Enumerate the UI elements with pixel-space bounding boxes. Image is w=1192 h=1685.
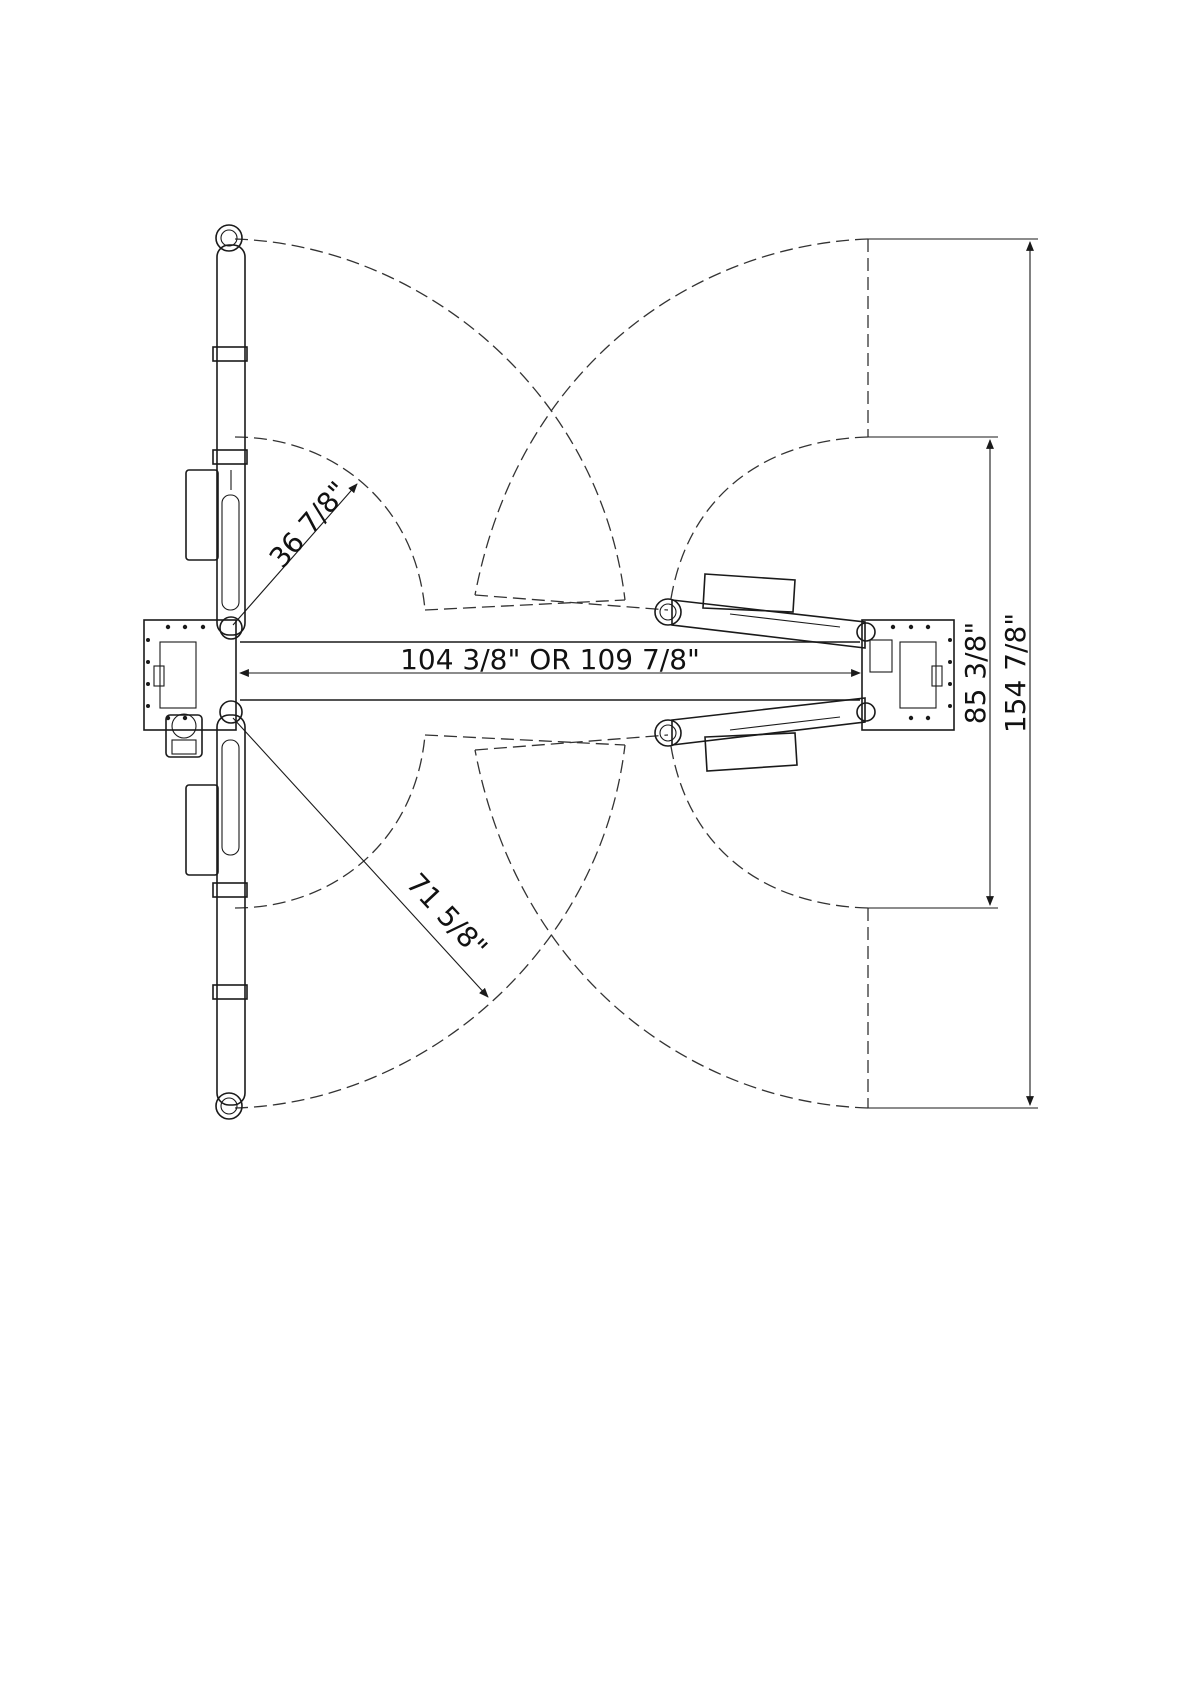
left-upper-foot-guard (186, 470, 218, 560)
left-bottom-arc-closure (425, 735, 625, 745)
right-lower-lift-pad (655, 720, 681, 746)
left-post-notch (154, 666, 164, 686)
left-lower-arm-slot (222, 740, 239, 855)
width-dimension-label: 104 3/8" OR 109 7/8" (400, 643, 700, 676)
right-column-post (900, 642, 936, 708)
left-lower-arm (217, 715, 245, 1105)
right-bottom-inner-arc (670, 740, 868, 908)
left-bottom-lift-pad (216, 1093, 242, 1119)
left-base-plate (144, 620, 236, 730)
left-bottom-inner-arc (235, 735, 425, 908)
inner-clearance-label: 85 3/8" (959, 622, 992, 724)
outer-radius-dimension-line (233, 718, 488, 997)
right-top-outer-closure (475, 595, 668, 610)
right-upper-pivot (857, 623, 875, 641)
right-carriage-block (870, 640, 892, 672)
right-upper-foot-guard (703, 574, 795, 612)
right-bottom-outer-arc (475, 750, 868, 1108)
left-lower-arm-clamp-2 (213, 985, 247, 999)
left-upper-arm-clamp-2 (213, 450, 247, 464)
left-bottom-outer-arc (235, 745, 625, 1108)
right-bottom-outer-closure (475, 735, 668, 750)
right-lower-lift-pad-center (660, 725, 676, 741)
right-lower-arm-slot (730, 717, 840, 730)
left-top-lift-pad-center (221, 230, 237, 246)
right-post-notch (932, 666, 942, 686)
power-unit-motor (166, 715, 202, 757)
left-lower-arm-clamp-1 (213, 883, 247, 897)
left-column-post (160, 642, 196, 708)
right-lower-arm (672, 698, 865, 745)
left-lower-foot-guard (186, 785, 218, 875)
left-column (144, 225, 247, 1119)
inner-radius-label: 36 7/8" (263, 475, 355, 574)
right-top-inner-arc (670, 437, 868, 605)
right-upper-arm-slot (730, 614, 840, 627)
left-top-arc-closure (425, 600, 625, 610)
right-upper-lift-pad (655, 599, 681, 625)
right-upper-arm (672, 600, 865, 648)
power-unit-reservoir (172, 740, 196, 754)
dimension-labels: 104 3/8" OR 109 7/8" 36 7/8" 71 5/8" 85 … (263, 475, 1032, 964)
left-upper-arm-slot (222, 495, 239, 610)
right-upper-lift-pad-center (660, 604, 676, 620)
right-lower-pivot (857, 703, 875, 721)
left-upper-arm (217, 245, 245, 635)
right-top-outer-arc (475, 239, 868, 595)
left-bottom-lift-pad-center (221, 1098, 237, 1114)
left-top-lift-pad (216, 225, 242, 251)
overall-depth-label: 154 7/8" (999, 613, 1032, 733)
right-base-plate (862, 620, 954, 730)
left-lower-pivot (220, 701, 242, 723)
left-upper-arm-clamp-1 (213, 347, 247, 361)
